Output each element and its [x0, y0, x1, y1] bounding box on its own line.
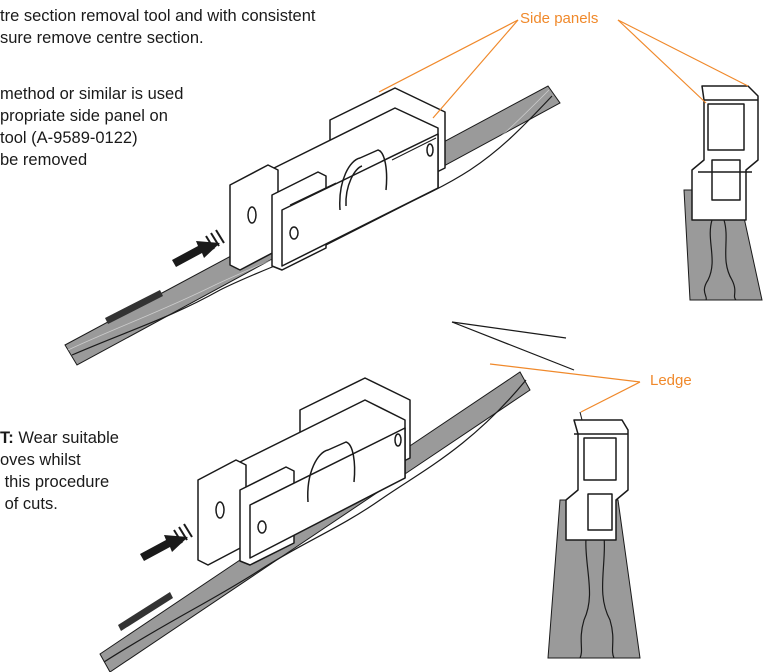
- straight-edge: [451, 321, 575, 371]
- side-panels-label: Side panels: [520, 10, 599, 27]
- intro-line-1: tre section removal tool and with consis…: [0, 7, 316, 25]
- intro-line-2: sure remove centre section.: [0, 29, 204, 47]
- bottom-end-view: [547, 411, 641, 659]
- side-panels-leaders: [378, 19, 749, 119]
- top-removal-tool: [229, 87, 446, 271]
- warning-text-1: Wear suitable: [13, 429, 119, 447]
- ledge-leaders: [489, 363, 641, 413]
- method-line-3: tool (A-9589-0122): [0, 129, 138, 147]
- warning-line-2: oves whilst: [0, 451, 81, 469]
- method-line-1: method or similar is used: [0, 85, 184, 103]
- warning-line-4: of cuts.: [0, 495, 58, 513]
- method-line-2: propriate side panel on: [0, 107, 168, 125]
- warning-prefix: T:: [0, 429, 14, 447]
- top-arrow: [172, 229, 225, 267]
- warning-line-1: T: Wear suitable: [0, 428, 119, 448]
- bottom-removal-tool: [197, 377, 411, 566]
- top-end-view: [683, 85, 763, 301]
- bottom-arrow: [140, 523, 193, 561]
- ledge-label: Ledge: [650, 372, 692, 389]
- warning-line-3: this procedure: [0, 473, 110, 491]
- method-line-4: be removed: [0, 151, 88, 169]
